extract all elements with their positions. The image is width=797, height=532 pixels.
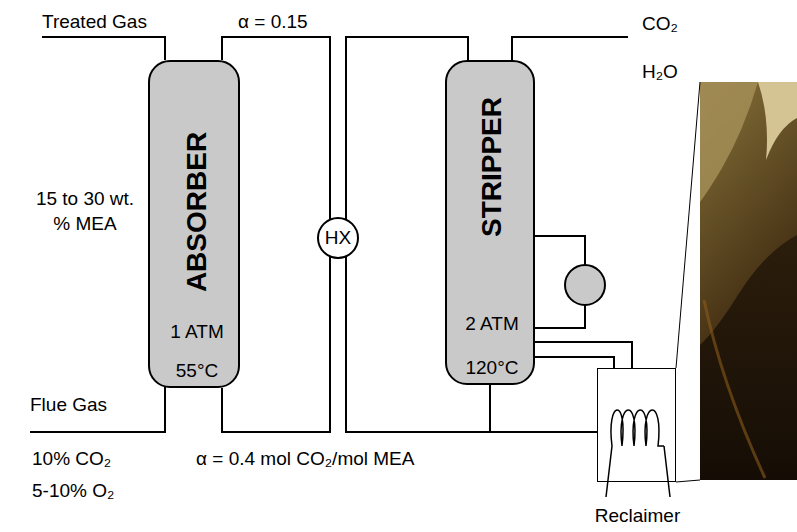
pressure-label: 2 ATM	[465, 313, 519, 335]
product-label: H₂O	[642, 59, 678, 84]
composition-label: 5-10% O₂	[32, 478, 114, 503]
exchanger-tag: HX	[325, 227, 351, 249]
pipe-connector	[490, 385, 597, 432]
treated-gas-line	[42, 37, 165, 60]
photo-rim-glint	[704, 300, 765, 478]
temperature-label: 120°C	[465, 357, 518, 379]
stripper-column: STRIPPER 2 ATM 120°C	[445, 60, 535, 385]
photo-light-streak	[700, 82, 758, 202]
reboiler-symbol	[565, 265, 605, 305]
zoom-line	[676, 480, 700, 482]
photo-pale-band	[758, 82, 797, 160]
column-name: STRIPPER	[476, 97, 508, 237]
sample-photo	[700, 82, 797, 480]
co2-outlet-line	[512, 37, 628, 60]
product-label: CO₂	[642, 11, 678, 36]
pipe-connector	[535, 357, 614, 368]
composition-label: 10% CO₂	[32, 446, 111, 471]
absorber-column: ABSORBER 1 ATM 55°C	[148, 60, 240, 388]
column-name: ABSORBER	[181, 132, 213, 292]
coil-loops	[611, 410, 664, 446]
unit-name: Reclaimer	[595, 505, 681, 527]
flue-gas-line	[30, 385, 165, 432]
connector-group	[222, 37, 632, 432]
coil-leg	[606, 446, 670, 497]
loading-label: α = 0.4 mol CO₂/mol MEA	[196, 446, 414, 471]
solvent-label: 15 to 30 wt. % MEA	[32, 186, 138, 236]
photo-upper-layer	[700, 82, 797, 345]
exchanger-circle	[318, 218, 358, 258]
temperature-label: 55°C	[176, 360, 218, 382]
reclaimer-unit: Reclaimer	[597, 368, 676, 482]
pipe-connector	[535, 342, 632, 368]
heat-exchanger: HX	[317, 217, 359, 259]
zoom-line	[676, 82, 700, 368]
stream-label: Flue Gas	[30, 392, 107, 417]
photo-ground	[700, 82, 797, 480]
loading-label: α = 0.15	[238, 9, 308, 34]
pressure-label: 1 ATM	[170, 321, 224, 343]
stream-label: Treated Gas	[42, 9, 147, 34]
reclaimer-coil	[606, 410, 670, 497]
